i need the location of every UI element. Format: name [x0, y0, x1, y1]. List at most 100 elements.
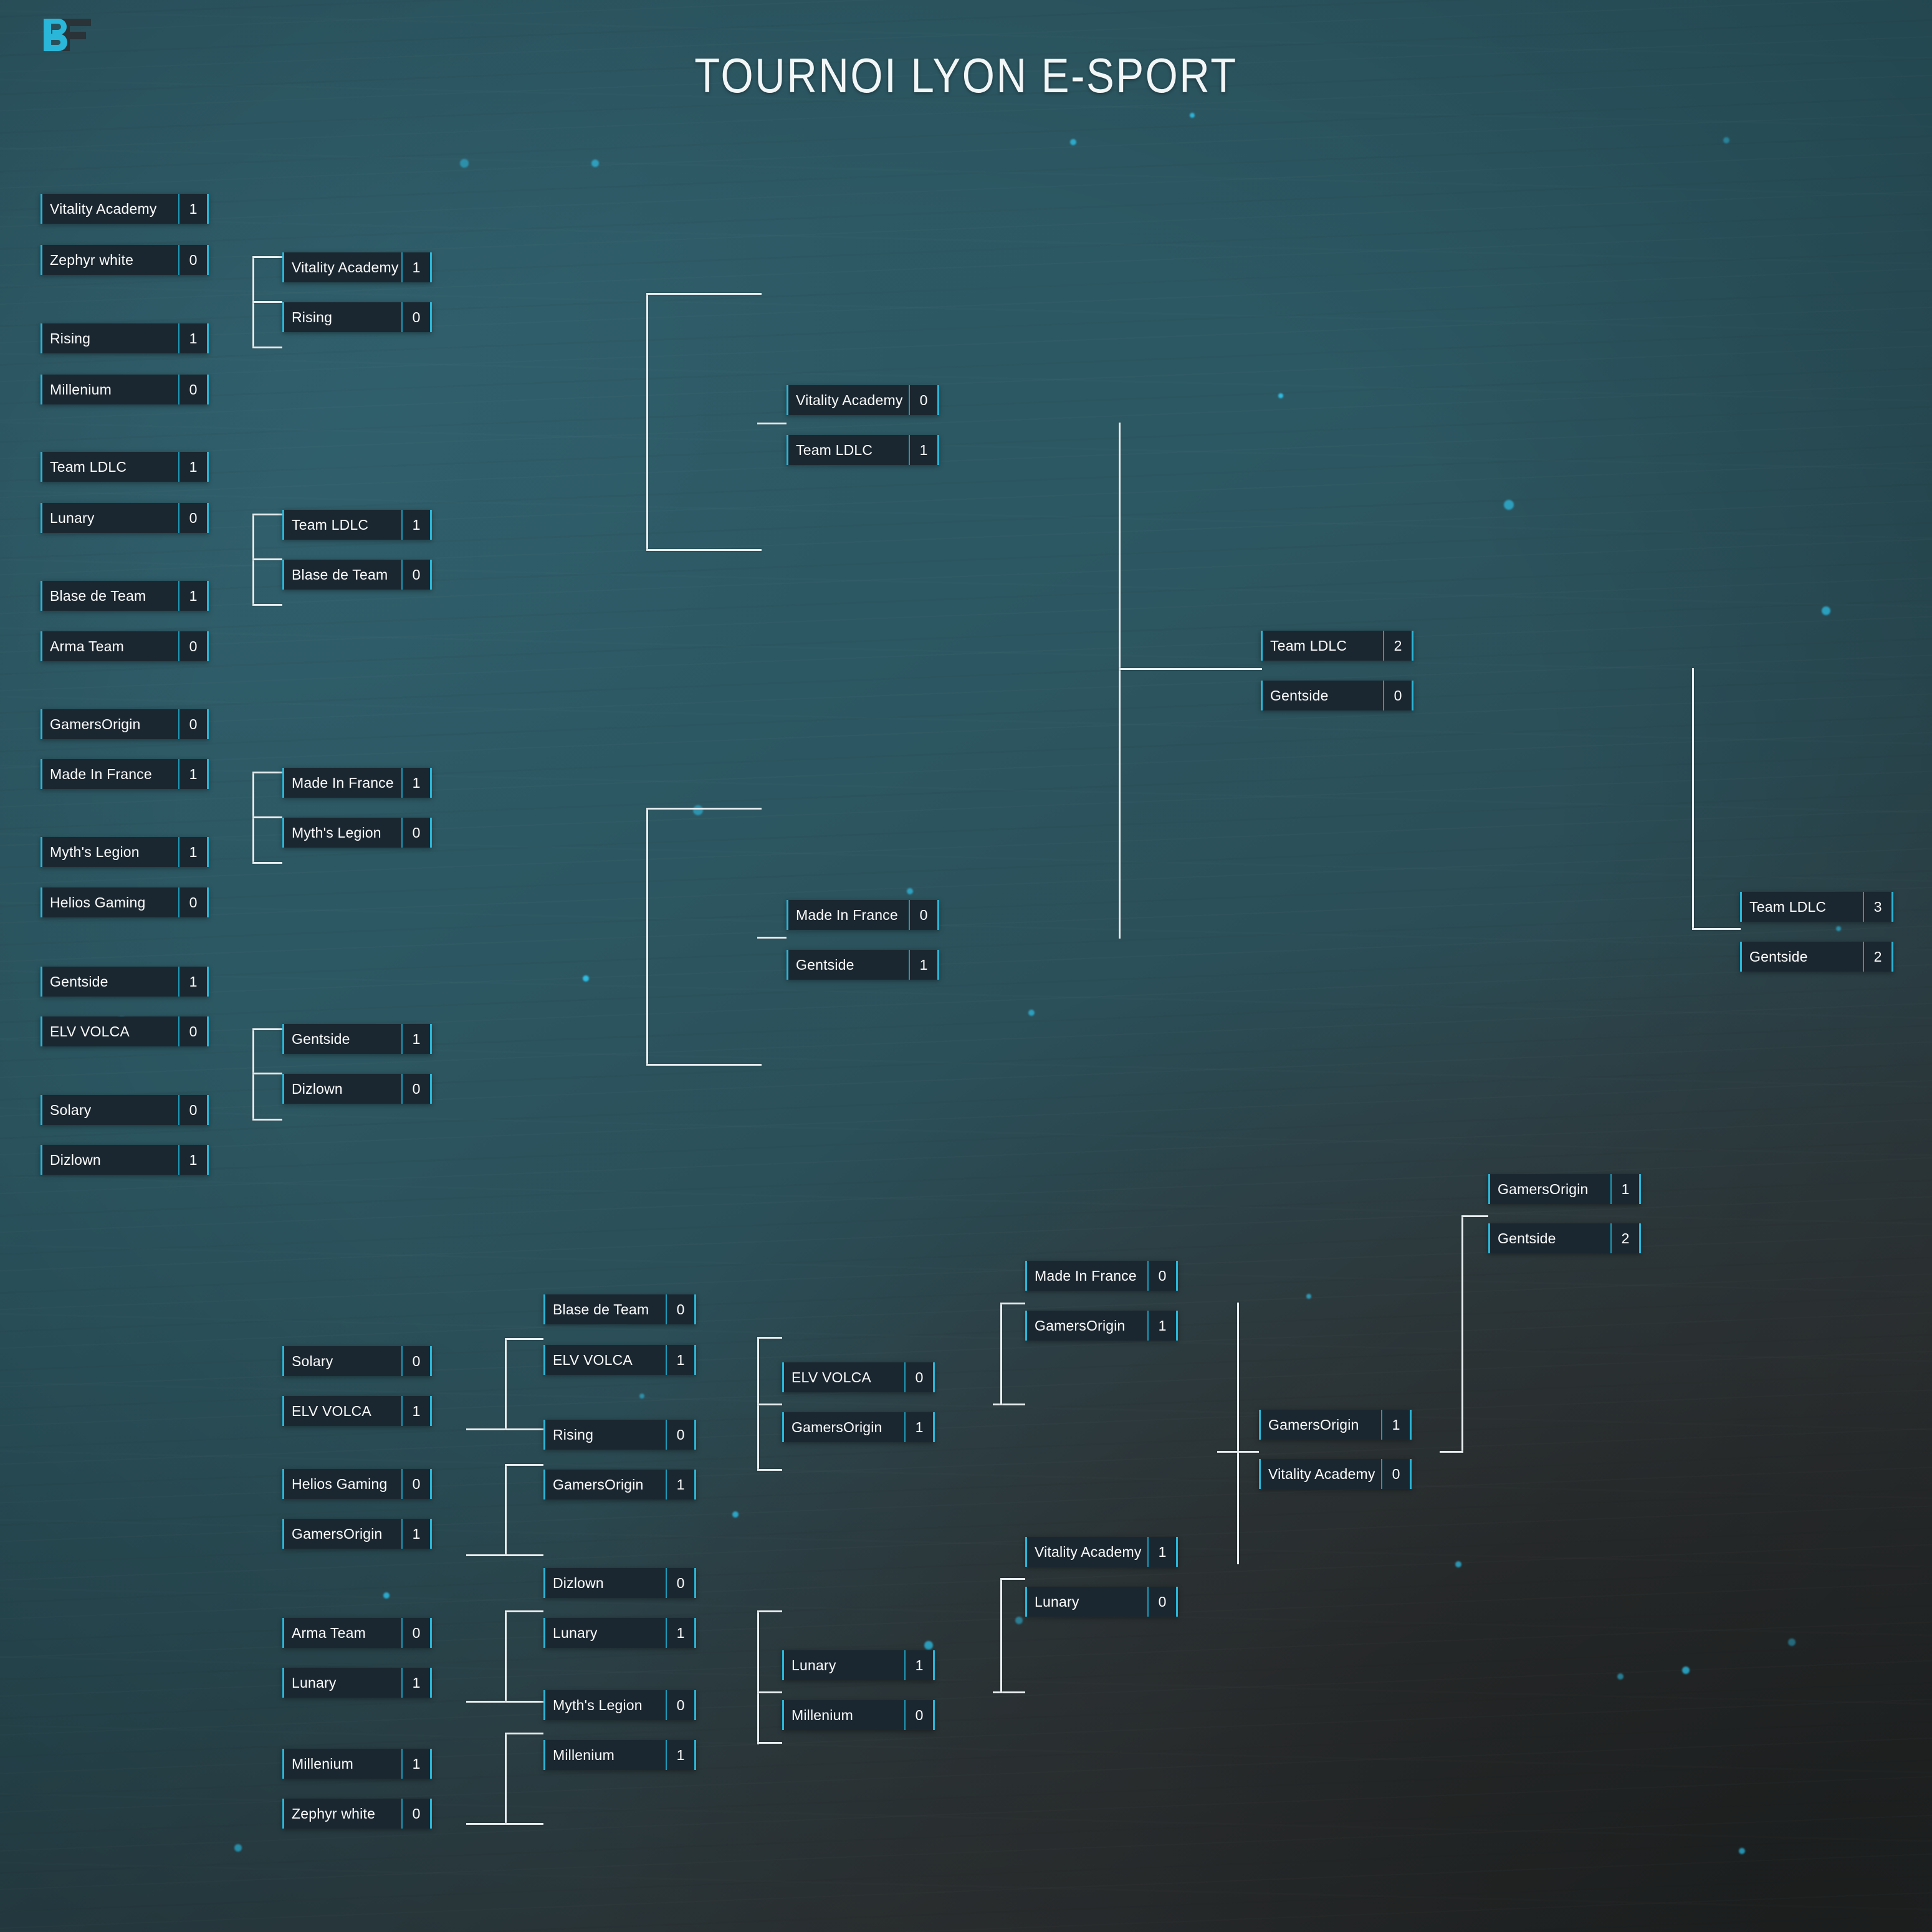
bracket-connector — [505, 1610, 543, 1612]
bracket-connector — [505, 1610, 507, 1703]
team-score: 1 — [402, 252, 432, 282]
bracket-connector — [252, 1073, 282, 1074]
team-score: 1 — [905, 1412, 935, 1442]
team-score: 1 — [402, 1024, 432, 1054]
team-score: 1 — [402, 510, 432, 540]
bracket-connector — [252, 347, 282, 348]
bracket-connector — [757, 1610, 759, 1744]
team-score: 0 — [905, 1700, 935, 1730]
bracket-connector — [757, 937, 787, 939]
team-name: Rising — [282, 302, 402, 332]
team-score: 1 — [179, 581, 209, 611]
team-name: Millenium — [543, 1740, 666, 1770]
bracket-connector — [757, 423, 787, 424]
bracket-connector — [466, 1428, 505, 1430]
bracket-connector — [505, 1733, 543, 1734]
team-name: Lunary — [782, 1650, 905, 1680]
team-name: GamersOrigin — [41, 709, 179, 739]
team-name: Helios Gaming — [41, 887, 179, 917]
team-score: 1 — [666, 1618, 696, 1648]
team-name: Dizlown — [41, 1145, 179, 1175]
bracket-connector — [757, 1337, 782, 1339]
bracket-connector — [757, 1610, 782, 1612]
team-name: Solary — [41, 1095, 179, 1125]
bracket-connector — [646, 808, 648, 1066]
team-score: 0 — [179, 503, 209, 533]
team-name: Rising — [41, 323, 179, 353]
background-speck — [924, 1641, 933, 1650]
team-name: ELV VOLCA — [543, 1345, 666, 1375]
bracket-connector — [646, 549, 762, 551]
bracket-connector — [252, 301, 282, 303]
team-score: 0 — [1384, 681, 1413, 710]
team-score: 0 — [402, 1469, 432, 1499]
bracket-connector — [252, 514, 282, 515]
bracket-connector — [466, 1701, 505, 1703]
bracket-connector — [505, 1464, 507, 1556]
bracket-connector — [252, 862, 282, 864]
background-speck — [639, 1394, 644, 1399]
team-score: 0 — [666, 1568, 696, 1598]
